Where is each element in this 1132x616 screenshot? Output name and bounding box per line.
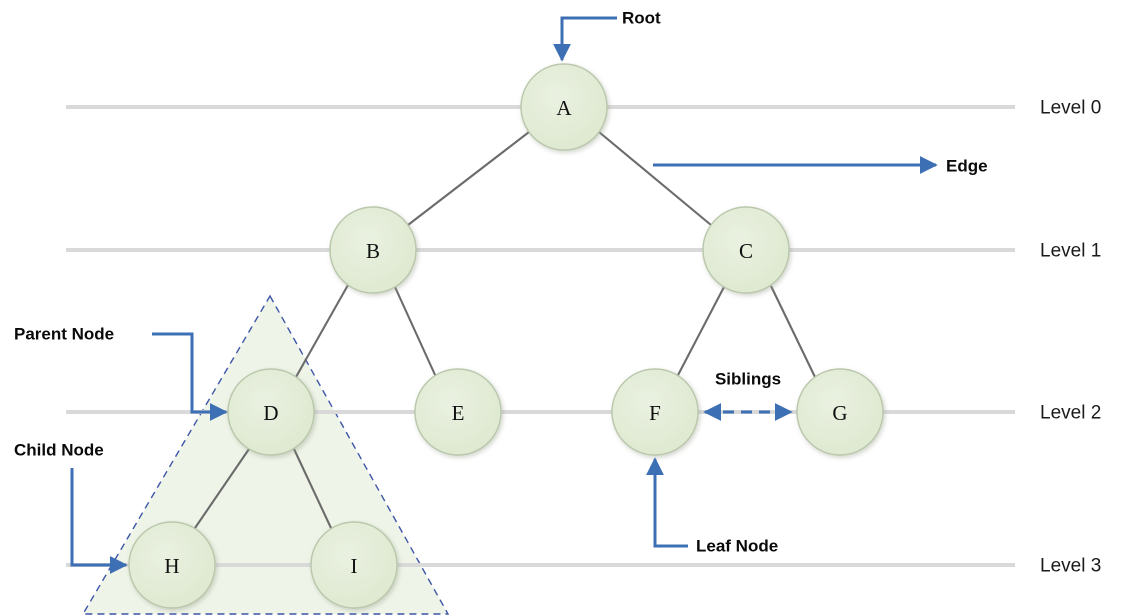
tree-node-d[interactable]: D xyxy=(227,368,315,456)
node-label-a: A xyxy=(556,96,572,120)
node-circle-a[interactable] xyxy=(520,63,608,151)
tree-node-a[interactable]: A xyxy=(520,63,608,151)
leaf-node-leader-arrow xyxy=(646,457,688,548)
annotation-labels-group: Root Edge Parent Node Child Node Sibling… xyxy=(14,9,988,556)
node-label-g: G xyxy=(832,401,847,425)
node-label-f: F xyxy=(649,401,661,425)
annotation-arrows-group xyxy=(70,16,938,574)
level-label-3: Level 3 xyxy=(1040,556,1101,577)
edge-d-h xyxy=(194,448,250,529)
level-label-0: Level 0 xyxy=(1040,98,1101,119)
root-leader-arrow xyxy=(553,16,617,62)
level-labels-group: Level 0 Level 1 Level 2 Level 3 xyxy=(1040,98,1101,577)
annotation-label-parent-node: Parent Node xyxy=(14,325,114,344)
edge-b-d xyxy=(295,284,349,378)
node-label-d: D xyxy=(263,401,278,425)
edge-c-f xyxy=(676,286,725,378)
parent-node-leader-arrow xyxy=(152,332,228,421)
annotation-label-siblings: Siblings xyxy=(715,370,781,389)
node-label-i: I xyxy=(351,554,358,578)
annotation-label-leaf-node: Leaf Node xyxy=(696,537,778,556)
node-label-e: E xyxy=(452,401,465,425)
tree-node-g[interactable]: G xyxy=(796,368,884,456)
tree-nodes-group: A B C D E F G xyxy=(128,63,884,609)
node-circle-c[interactable] xyxy=(702,206,790,294)
node-circle-d[interactable] xyxy=(227,368,315,456)
edge-c-g xyxy=(770,285,816,378)
edge-b-e xyxy=(394,286,437,378)
edge-a-b xyxy=(407,131,530,226)
child-node-leader-arrow xyxy=(70,468,128,574)
annotation-label-child-node: Child Node xyxy=(14,441,104,460)
tree-node-i[interactable]: I xyxy=(310,521,398,609)
level-label-2: Level 2 xyxy=(1040,403,1101,424)
tree-edges-group xyxy=(194,131,816,529)
annotation-label-edge: Edge xyxy=(946,157,988,176)
node-circle-i[interactable] xyxy=(310,521,398,609)
annotation-label-root: Root xyxy=(622,9,661,28)
node-label-h: H xyxy=(164,554,179,578)
node-circle-f[interactable] xyxy=(611,368,699,456)
tree-node-c[interactable]: C xyxy=(702,206,790,294)
node-label-c: C xyxy=(739,239,753,263)
node-circle-e[interactable] xyxy=(414,368,502,456)
node-circle-b[interactable] xyxy=(329,206,417,294)
tree-node-b[interactable]: B xyxy=(329,206,417,294)
edge-d-i xyxy=(293,448,332,529)
tree-node-f[interactable]: F xyxy=(611,368,699,456)
level-label-1: Level 1 xyxy=(1040,241,1101,262)
tree-node-e[interactable]: E xyxy=(414,368,502,456)
node-circle-g[interactable] xyxy=(796,368,884,456)
edge-a-c xyxy=(598,131,712,226)
node-circle-h[interactable] xyxy=(128,521,216,609)
node-label-b: B xyxy=(366,239,380,263)
tree-node-h[interactable]: H xyxy=(128,521,216,609)
